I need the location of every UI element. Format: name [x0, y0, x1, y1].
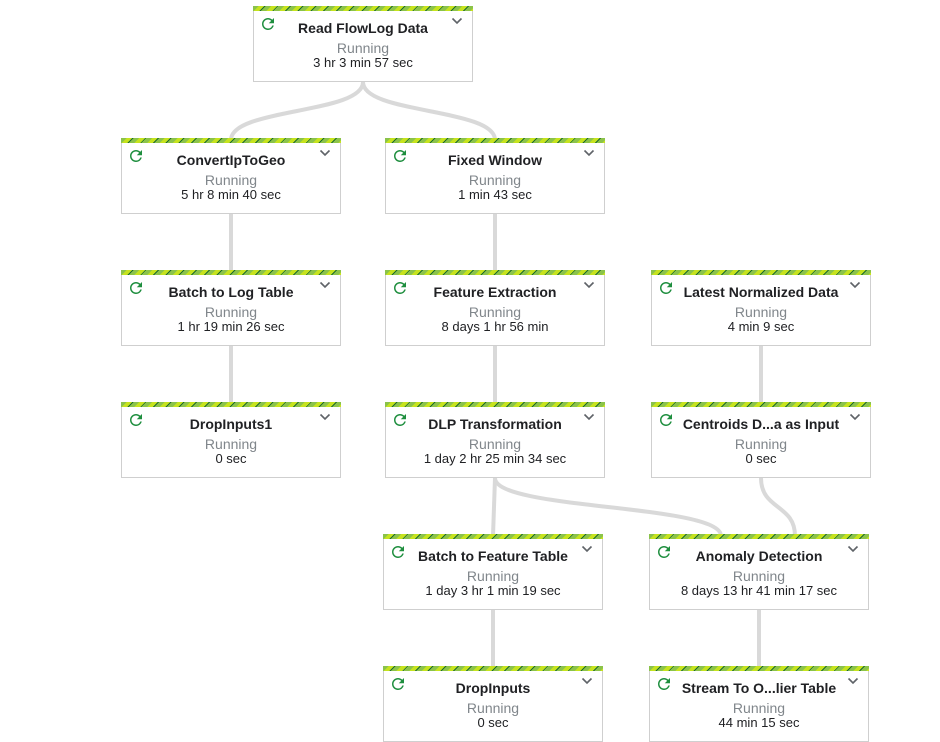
refresh-icon [658, 546, 670, 558]
running-stripe [121, 138, 341, 143]
running-stripe [385, 270, 605, 275]
step-status: Running [732, 568, 786, 584]
refresh-icon [130, 282, 142, 294]
running-stripe [385, 402, 605, 407]
refresh-icon [394, 282, 406, 294]
chevron-down-icon[interactable] [319, 412, 331, 422]
refresh-icon [392, 546, 404, 558]
step-status: Running [732, 700, 786, 716]
refresh-icon [130, 414, 142, 426]
running-stripe [383, 534, 603, 539]
running-stripe [649, 534, 869, 539]
step-wall-time: 5 hr 8 min 40 sec [181, 187, 281, 202]
step-title: ConvertIpToGeo [176, 152, 286, 168]
running-stripe [651, 270, 871, 275]
step-status: Running [466, 568, 520, 584]
step-title: DropInputs1 [189, 416, 273, 432]
refresh-icon [658, 678, 670, 690]
step-status: Running [204, 436, 258, 452]
step-wall-time: 0 sec [477, 715, 509, 730]
chevron-down-icon[interactable] [319, 148, 331, 158]
step-wall-time: 0 sec [745, 451, 777, 466]
step-title: Latest Normalized Data [683, 284, 839, 300]
step-status: Running [468, 436, 522, 452]
step-title: Batch to Log Table [168, 284, 294, 300]
step-status: Running [734, 436, 788, 452]
chevron-down-icon[interactable] [849, 412, 861, 422]
running-stripe [253, 6, 473, 11]
running-stripe [649, 666, 869, 671]
step-title: Centroids D...a as Input [682, 416, 840, 432]
running-stripe [385, 138, 605, 143]
step-wall-time: 44 min 15 sec [718, 715, 800, 730]
step-wall-time: 1 hr 19 min 26 sec [177, 319, 285, 334]
step-title: Anomaly Detection [695, 548, 823, 564]
step-status: Running [204, 172, 258, 188]
step-status: Running [468, 172, 522, 188]
running-stripe [383, 666, 603, 671]
chevron-down-icon[interactable] [451, 16, 463, 26]
edge-read-to-window [361, 81, 497, 141]
refresh-icon [660, 282, 672, 294]
step-status: Running [204, 304, 258, 320]
refresh-icon [392, 678, 404, 690]
step-wall-time: 8 days 1 hr 56 min [441, 319, 549, 334]
step-status: Running [734, 304, 788, 320]
chevron-down-icon[interactable] [583, 148, 595, 158]
step-wall-time: 4 min 9 sec [727, 319, 795, 334]
chevron-down-icon[interactable] [847, 544, 859, 554]
running-stripe [651, 402, 871, 407]
refresh-icon [394, 414, 406, 426]
step-wall-time: 1 min 43 sec [458, 187, 532, 202]
chevron-down-icon[interactable] [581, 544, 593, 554]
step-title: DropInputs [455, 680, 531, 696]
edge-layer [229, 81, 797, 668]
edge-centroids-to-anomaly [759, 477, 797, 537]
refresh-icon [262, 18, 274, 30]
chevron-down-icon[interactable] [847, 676, 859, 686]
step-title: Batch to Feature Table [418, 548, 568, 564]
step-title: Read FlowLog Data [298, 20, 428, 36]
chevron-down-icon[interactable] [849, 280, 861, 290]
refresh-icon [130, 150, 142, 162]
step-wall-time: 3 hr 3 min 57 sec [313, 55, 413, 70]
step-wall-time: 8 days 13 hr 41 min 17 sec [680, 583, 838, 598]
chevron-down-icon[interactable] [583, 280, 595, 290]
refresh-icon [660, 414, 672, 426]
step-wall-time: 1 day 2 hr 25 min 34 sec [423, 451, 567, 466]
step-title: Fixed Window [448, 152, 542, 168]
step-wall-time: 1 day 3 hr 1 min 19 sec [425, 583, 561, 598]
edge-read-to-geo [229, 81, 365, 141]
edge-dlp-to-anomaly [493, 477, 723, 537]
chevron-down-icon[interactable] [319, 280, 331, 290]
step-status: Running [466, 700, 520, 716]
refresh-icon [394, 150, 406, 162]
running-stripe [121, 270, 341, 275]
step-title: Feature Extraction [433, 284, 557, 300]
step-status: Running [468, 304, 522, 320]
edge-dlp-to-batchfeat [491, 477, 497, 537]
step-title: Stream To O...lier Table [681, 680, 837, 696]
chevron-down-icon[interactable] [583, 412, 595, 422]
chevron-down-icon[interactable] [581, 676, 593, 686]
step-title: DLP Transformation [428, 416, 562, 432]
running-stripe [121, 402, 341, 407]
step-wall-time: 0 sec [215, 451, 247, 466]
step-status: Running [336, 40, 390, 56]
